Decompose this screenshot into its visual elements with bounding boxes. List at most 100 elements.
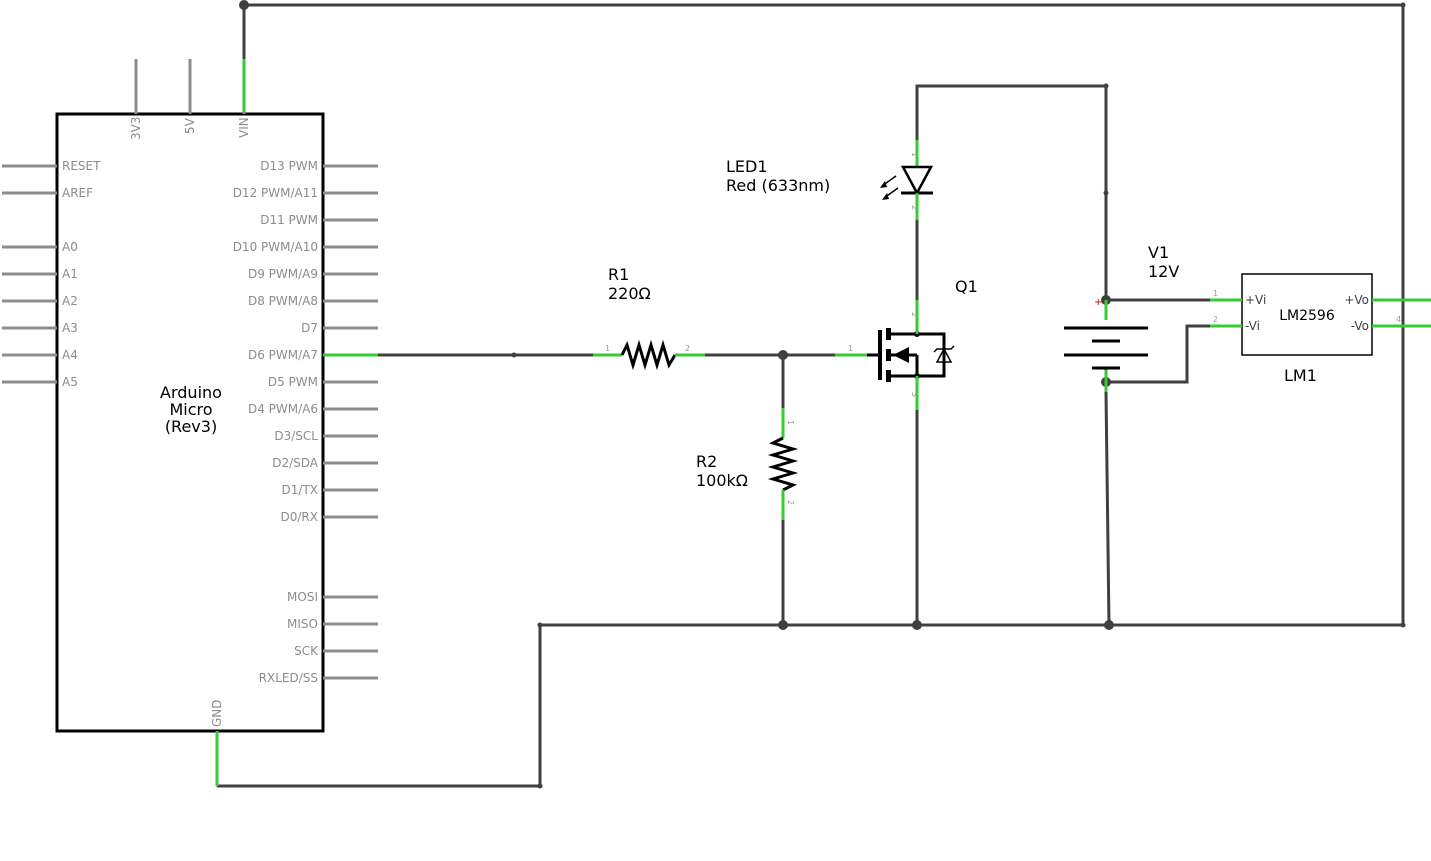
pin-label-aref: AREF — [62, 186, 93, 200]
lm1-label-vi-minus: -Vi — [1245, 319, 1260, 333]
wire-led-top[interactable] — [915, 84, 1108, 302]
led1-triangle — [900, 165, 934, 196]
pin-label-d3: D3/SCL — [274, 429, 318, 443]
battery-v1[interactable]: + V1 12V — [1064, 243, 1179, 392]
junction-dot — [1103, 83, 1109, 89]
r1-pin1-num: 1 — [605, 344, 610, 353]
wire-vin-top[interactable] — [242, 3, 1405, 627]
pin-label-a2: A2 — [62, 294, 78, 308]
pin-label-mosi: MOSI — [287, 590, 318, 604]
r1-zigzag — [620, 339, 677, 371]
pin-label-d13: D13 PWM — [260, 159, 318, 173]
mosfet-q1[interactable]: 1 2 3 Q1 — [835, 277, 978, 410]
pin-label-5v: 5V — [183, 117, 197, 134]
lm1-pin4-num: 4 — [1396, 315, 1401, 324]
pin-label-d6: D6 PWM/A7 — [248, 348, 318, 362]
pin-label-d9: D9 PWM/A9 — [248, 267, 318, 281]
pin-label-d11: D11 PWM — [260, 213, 318, 227]
q1-ref: Q1 — [955, 277, 978, 296]
wire-batt-minus-vi[interactable] — [1104, 324, 1217, 384]
left-pins: RESET AREF A0 A1 A2 A3 A4 A5 — [2, 159, 101, 389]
pin-label-d4: D4 PWM/A6 — [248, 402, 318, 416]
resistor-r2[interactable]: 1 2 R2 100kΩ — [696, 408, 799, 520]
lm1-body — [1241, 273, 1373, 356]
r2-ref: R2 — [696, 452, 717, 471]
pin-label-d0: D0/RX — [281, 510, 318, 524]
junction-dot — [1400, 622, 1406, 628]
arduino-name-line2: Micro — [169, 400, 212, 419]
r2-zigzag — [767, 436, 799, 492]
arduino-name-line1: Arduino — [160, 383, 222, 402]
junction-dot — [537, 622, 543, 628]
pin-label-a4: A4 — [62, 348, 78, 362]
junction-dot — [1104, 620, 1114, 630]
wire-batt-gnd[interactable] — [1104, 390, 1111, 627]
pin-label-3v3: 3V3 — [129, 117, 143, 140]
junction-dot — [1103, 190, 1109, 196]
lm1-pin2-num: 2 — [1213, 315, 1218, 324]
q1-diode-tri — [935, 347, 953, 363]
led1-ref: LED1 — [726, 157, 768, 176]
r1-ref: R1 — [608, 265, 629, 284]
resistor-r1[interactable]: 1 2 R1 220Ω — [593, 265, 705, 371]
pin-label-rxled-ss: RXLED/SS — [259, 671, 318, 685]
pin-label-a0: A0 — [62, 240, 78, 254]
pin-label-d12: D12 PWM/A11 — [233, 186, 318, 200]
led1-value: Red (633nm) — [726, 176, 830, 195]
lm1-ref: LM1 — [1284, 366, 1317, 385]
wires — [216, 3, 1405, 788]
wire-gnd-bus[interactable] — [216, 623, 1405, 788]
v1-ref: V1 — [1148, 243, 1169, 262]
junctions — [239, 0, 1406, 789]
lm1-label-vo-plus: +Vo — [1344, 293, 1369, 307]
junction-dot — [778, 620, 788, 630]
q1-channel-mid — [886, 349, 891, 361]
pin-label-reset: RESET — [62, 159, 101, 173]
pin-label-vin: VIN — [237, 117, 251, 138]
r1-value: 220Ω — [608, 284, 651, 303]
junction-dot — [537, 783, 543, 789]
r2-value: 100kΩ — [696, 471, 748, 490]
led1-arrowhead-1 — [880, 181, 887, 188]
right-pins: D13 PWM D12 PWM/A11 D11 PWM D10 PWM/A10 … — [233, 159, 378, 685]
arduino-micro[interactable]: Arduino Micro (Rev3) 3V3 5V VIN GND RESE… — [2, 59, 378, 786]
r2-pin2-num: 2 — [786, 500, 795, 505]
led1-pin2-num: 2 — [910, 205, 919, 210]
q1-channel-bot — [886, 370, 891, 382]
pin-label-a3: A3 — [62, 321, 78, 335]
pin-label-d10: D10 PWM/A10 — [233, 240, 318, 254]
pin-label-sck: SCK — [294, 644, 319, 658]
q1-pin1-num: 1 — [848, 344, 853, 353]
v1-plus-sign: + — [1094, 297, 1102, 308]
pin-label-d8: D8 PWM/A8 — [248, 294, 318, 308]
led1-pin1-num: 1 — [910, 152, 919, 157]
junction-dot — [511, 352, 517, 358]
q1-arrow — [893, 347, 909, 363]
regulator-lm1[interactable]: +Vi -Vi +Vo -Vo LM2596 1 2 4 LM1 — [1210, 273, 1431, 385]
junction-dot — [912, 620, 922, 630]
led-led1[interactable]: 1 2 LED1 Red (633nm) — [726, 140, 934, 220]
junction-dot — [1400, 2, 1406, 8]
r2-pin1-num: 1 — [786, 420, 795, 425]
r1-pin2-num: 2 — [685, 344, 690, 353]
junction-dot — [778, 350, 788, 360]
q1-pin3-num: 3 — [910, 392, 919, 397]
q1-diode-frame — [917, 332, 946, 378]
lm1-label-vo-minus: -Vo — [1351, 319, 1369, 333]
q1-channel-top — [886, 328, 891, 340]
pin-label-gnd: GND — [210, 699, 224, 727]
arduino-name-line3: (Rev3) — [165, 417, 217, 436]
pin-label-d5: D5 PWM — [268, 375, 318, 389]
pin-label-d2: D2/SDA — [272, 456, 319, 470]
led1-arrowhead-2 — [882, 193, 889, 200]
q1-pin2-num: 2 — [910, 312, 919, 317]
pin-label-miso: MISO — [287, 617, 318, 631]
lm1-chip-label: LM2596 — [1279, 308, 1335, 324]
junction-dot — [239, 0, 249, 10]
pin-label-d1: D1/TX — [282, 483, 318, 497]
q1-diode-bar — [933, 345, 955, 353]
v1-value: 12V — [1148, 262, 1179, 281]
lm1-label-vi-plus: +Vi — [1245, 293, 1266, 307]
pin-label-a5: A5 — [62, 375, 78, 389]
